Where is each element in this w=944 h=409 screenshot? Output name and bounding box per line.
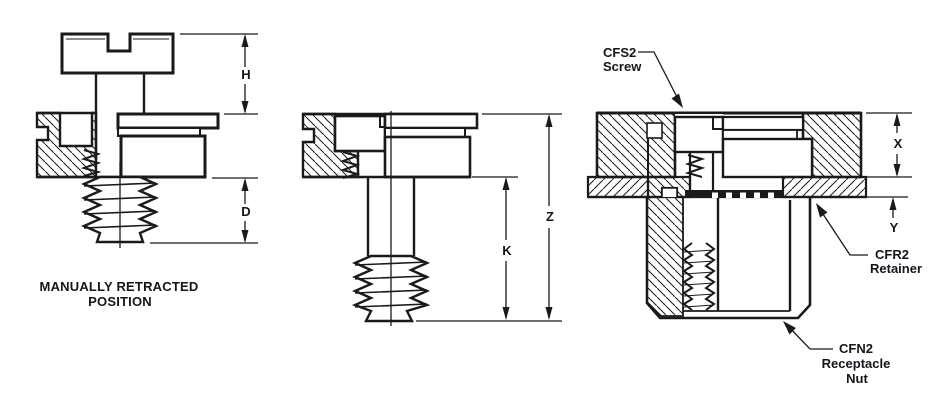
label-cfs2-code: CFS2 — [603, 45, 637, 60]
screw-head-installed — [673, 114, 814, 179]
leader-cfr2 — [816, 203, 868, 256]
dimension-z-lines — [416, 113, 562, 322]
dim-label-x: X — [893, 136, 903, 151]
label-cfn2-name-1: Receptacle — [821, 356, 891, 371]
dimension-h-lines — [180, 33, 258, 115]
dimension-x-lines — [866, 112, 912, 178]
screw-threads — [81, 162, 159, 248]
dimension-k-lines — [472, 176, 518, 320]
leader-cfn2 — [783, 321, 833, 350]
screw-head-flush — [333, 114, 387, 153]
label-cfn2-name-2: Nut — [846, 371, 868, 386]
dim-label-h: H — [241, 67, 251, 82]
dim-label-y: Y — [889, 220, 899, 235]
label-cfr2-name: Retainer — [870, 261, 923, 276]
screw-head — [60, 32, 175, 75]
caption-retracted-line2: POSITION — [88, 294, 152, 309]
extended-view-drawing — [301, 111, 562, 326]
receptacle-nut-section — [645, 196, 812, 320]
retainer-flange — [303, 112, 479, 179]
dimension-d-lines — [150, 177, 258, 244]
retracted-view-drawing — [35, 32, 258, 248]
screw-threads — [351, 111, 431, 326]
label-cfs2-name: Screw — [603, 59, 642, 74]
retainer-serration — [685, 190, 783, 198]
label-cfn2-code: CFN2 — [839, 341, 873, 356]
caption-retracted-line1: MANUALLY RETRACTED — [39, 279, 199, 294]
dim-label-d: D — [241, 204, 251, 219]
retainer-section — [35, 111, 102, 179]
label-cfr2-code: CFR2 — [875, 247, 909, 262]
panel-section — [586, 175, 868, 199]
spring-coil — [339, 151, 361, 179]
installed-view-drawing — [586, 51, 912, 350]
dim-label-k: K — [502, 243, 512, 258]
dim-label-z: Z — [546, 209, 554, 224]
spring-coil — [80, 149, 102, 177]
dimension-y-lines — [866, 196, 908, 218]
leader-cfs2 — [638, 51, 683, 108]
